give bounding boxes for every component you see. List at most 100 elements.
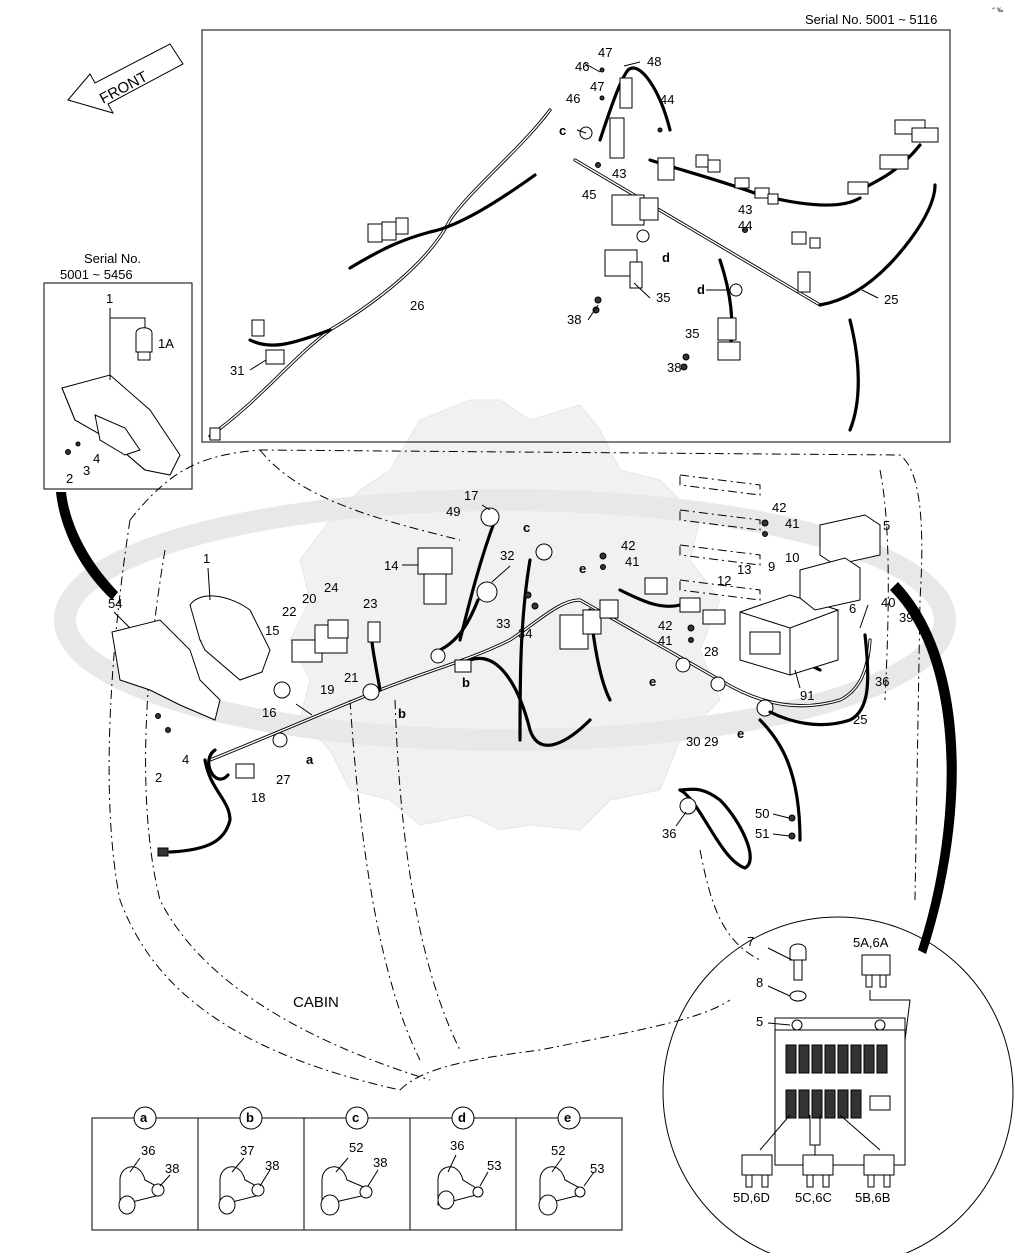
svg-text:35: 35 (685, 326, 699, 341)
serial-number-main: Serial No. 5001 ~ 5116 (805, 12, 937, 27)
clamp-detail-c: c 52 38 (320, 1106, 387, 1216)
upper-harness-wires (208, 66, 937, 438)
svg-text:51: 51 (755, 826, 769, 841)
svg-text:2: 2 (66, 471, 73, 486)
upper-harness-connectors (209, 67, 939, 441)
clamp-detail-a: a 36 38 (118, 1106, 179, 1215)
svg-text:e: e (564, 1110, 571, 1125)
svg-text:25: 25 (884, 292, 898, 307)
svg-text:33: 33 (496, 616, 510, 631)
svg-text:29: 29 (704, 734, 718, 749)
svg-text:41: 41 (625, 554, 639, 569)
svg-text:21: 21 (344, 670, 358, 685)
upper-harness-frame (201, 29, 951, 443)
svg-text:16: 16 (262, 705, 276, 720)
cabin-label: CABIN (293, 994, 339, 1011)
svg-text:1: 1 (106, 291, 113, 306)
svg-text:8: 8 (756, 975, 763, 990)
svg-text:5D,6D: 5D,6D (733, 1190, 770, 1205)
svg-text:43: 43 (612, 166, 626, 181)
fuse-icon-5b (863, 1154, 895, 1188)
svg-text:44: 44 (660, 92, 674, 107)
svg-text:c: c (559, 123, 566, 138)
svg-text:49: 49 (446, 504, 460, 519)
svg-text:32: 32 (500, 548, 514, 563)
svg-text:44: 44 (738, 218, 752, 233)
svg-text:42: 42 (621, 538, 635, 553)
svg-text:52: 52 (349, 1140, 363, 1155)
svg-text:30: 30 (686, 734, 700, 749)
svg-text:9: 9 (768, 559, 775, 574)
fuse-row-bottom (785, 1089, 891, 1119)
svg-text:46: 46 (575, 59, 589, 74)
svg-text:45: 45 (582, 187, 596, 202)
svg-text:46: 46 (566, 91, 580, 106)
svg-text:4: 4 (182, 752, 189, 767)
svg-text:53: 53 (590, 1161, 604, 1176)
svg-text:5B,6B: 5B,6B (855, 1190, 890, 1205)
svg-text:d: d (662, 250, 670, 265)
svg-text:25: 25 (853, 712, 867, 727)
clamp-detail-b: b 37 38 (218, 1106, 279, 1215)
svg-text:c: c (523, 520, 530, 535)
svg-text:37: 37 (240, 1143, 254, 1158)
svg-text:d: d (458, 1110, 466, 1125)
svg-text:35: 35 (656, 290, 670, 305)
svg-text:10: 10 (785, 550, 799, 565)
corner-mark: °' ‰ (992, 8, 1003, 14)
svg-text:47: 47 (598, 45, 612, 60)
clamp-detail-e: e 52 53 (538, 1106, 604, 1216)
svg-text:5C,6C: 5C,6C (795, 1190, 832, 1205)
svg-text:42: 42 (658, 618, 672, 633)
fuse-icon-5c (802, 1154, 834, 1188)
svg-text:5: 5 (883, 518, 890, 533)
svg-text:36: 36 (662, 826, 676, 841)
svg-text:5A,6A: 5A,6A (853, 935, 889, 950)
svg-text:7: 7 (747, 934, 754, 949)
svg-text:20: 20 (302, 591, 316, 606)
svg-text:34: 34 (518, 626, 532, 641)
svg-text:36: 36 (450, 1138, 464, 1153)
inset-lamp-detail: Serial No. 5001 ~ 5456 1 1A 2 3 4 (43, 251, 193, 490)
svg-text:e: e (579, 561, 586, 576)
fuse-row-top (785, 1044, 888, 1074)
front-arrow: FRONT (67, 43, 184, 114)
svg-text:41: 41 (658, 633, 672, 648)
svg-text:38: 38 (265, 1158, 279, 1173)
svg-text:b: b (246, 1110, 254, 1125)
fuse-icon-5a (861, 954, 891, 988)
svg-text:54: 54 (108, 596, 122, 611)
main-callout-labels: 17 49 14 32 c 1 54 22 20 24 23 15 19 21 … (108, 488, 913, 841)
svg-text:52: 52 (551, 1143, 565, 1158)
svg-text:18: 18 (251, 790, 265, 805)
svg-text:c: c (352, 1110, 359, 1125)
svg-text:a: a (140, 1110, 148, 1125)
clamp-detail-d: d 36 53 (437, 1106, 501, 1210)
svg-text:6: 6 (849, 601, 856, 616)
svg-text:e: e (649, 674, 656, 689)
inset-serial-line2: 5001 ~ 5456 (60, 267, 133, 282)
svg-text:41: 41 (785, 516, 799, 531)
svg-text:23: 23 (363, 596, 377, 611)
svg-text:5: 5 (756, 1014, 763, 1029)
svg-text:47: 47 (590, 79, 604, 94)
svg-text:53: 53 (487, 1158, 501, 1173)
svg-text:40: 40 (881, 595, 895, 610)
svg-text:1: 1 (203, 551, 210, 566)
fuse-box-inset: 7 8 5 5A,6A 5D,6D 5C,6C 5B,6B (662, 916, 1014, 1253)
svg-text:13: 13 (737, 562, 751, 577)
clamp-detail-table: a 36 38 b 37 38 c 5 (91, 1106, 623, 1231)
svg-text:50: 50 (755, 806, 769, 821)
svg-text:38: 38 (667, 360, 681, 375)
svg-text:2: 2 (155, 770, 162, 785)
svg-text:1A: 1A (158, 336, 174, 351)
svg-text:b: b (398, 706, 406, 721)
svg-text:17: 17 (464, 488, 478, 503)
svg-text:26: 26 (410, 298, 424, 313)
main-harness-parts (111, 474, 881, 857)
svg-text:3: 3 (83, 463, 90, 478)
svg-text:36: 36 (875, 674, 889, 689)
svg-text:24: 24 (324, 580, 338, 595)
svg-text:48: 48 (647, 54, 661, 69)
